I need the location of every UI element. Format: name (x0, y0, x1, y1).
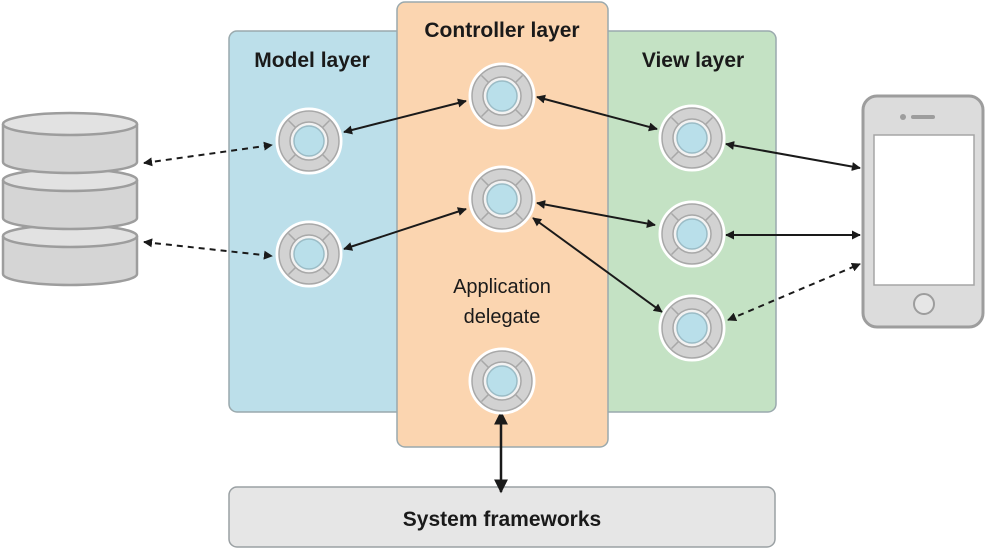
database-icon (1, 111, 139, 287)
app-delegate-object-icon (468, 347, 536, 415)
model-layer-title: Model layer (254, 49, 370, 72)
iphone-camera (900, 114, 906, 120)
controller-object-top-icon (468, 62, 536, 130)
app-delegate-label-line1: Application (453, 276, 551, 298)
iphone-home-button (913, 293, 935, 315)
iphone-screen (873, 134, 975, 286)
iphone-icon (861, 94, 985, 329)
controller-object-middle-icon (468, 165, 536, 233)
app-delegate-label-line2: delegate (464, 306, 541, 328)
view-object-middle-icon (658, 200, 726, 268)
model-object-bottom-icon (275, 220, 343, 288)
arrow-view-device-bottom (727, 263, 861, 321)
iphone-speaker (911, 115, 935, 119)
view-object-bottom-icon (658, 294, 726, 362)
object-nodes (275, 62, 726, 415)
arrow-controller-view-bottom (532, 217, 663, 313)
controller-layer-title: Controller layer (424, 19, 579, 42)
arrow-model-controller-top (343, 98, 467, 135)
connection-arrows (143, 94, 861, 494)
arrow-controller-view-top (536, 94, 658, 132)
arrow-view-device-top (725, 140, 861, 172)
arrow-model-controller-bottom (343, 207, 467, 251)
model-object-top-icon (275, 107, 343, 175)
view-layer-title: View layer (642, 49, 744, 72)
view-object-top-icon (658, 104, 726, 172)
system-frameworks-label: System frameworks (403, 508, 601, 531)
